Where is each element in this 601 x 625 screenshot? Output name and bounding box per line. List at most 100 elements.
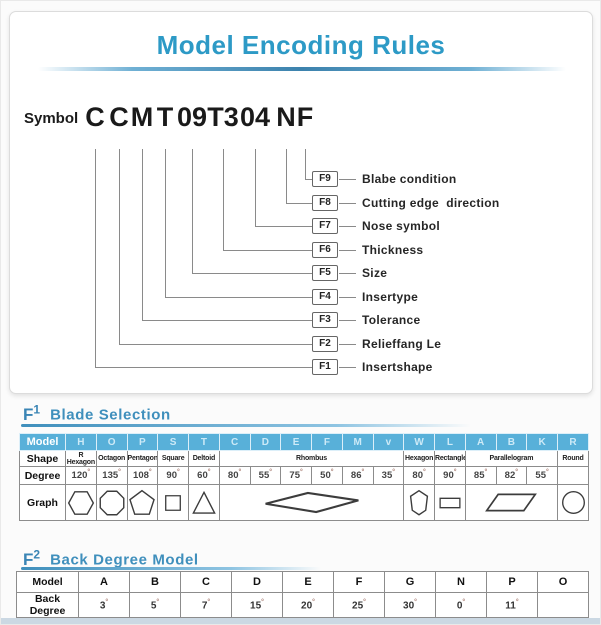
f2-degree-cell: 15° — [231, 592, 283, 618]
f1-degree-cell: 50° — [311, 466, 343, 485]
degree-mark: ° — [87, 469, 91, 477]
f1-model-cell: P — [126, 433, 159, 451]
degree-mark: ° — [330, 469, 334, 477]
f1-shape-cell: Pentagon — [126, 450, 159, 467]
diagram-vertical-line — [95, 149, 96, 367]
f1-degree-cell: 55° — [526, 466, 558, 485]
diagram-vertical-line — [165, 149, 166, 297]
degree-mark: ° — [363, 598, 366, 606]
field-code-box: F1 — [312, 359, 338, 375]
f1-graph-cell — [126, 484, 159, 521]
degree-mark: ° — [261, 598, 264, 606]
f1-degree-cell — [557, 466, 589, 485]
symbol-char: T — [156, 102, 174, 132]
f1-model-cell: M — [341, 433, 374, 451]
diagram-vertical-line — [142, 149, 143, 320]
diagram-vertical-line — [119, 149, 120, 344]
field-tick-line — [339, 273, 356, 274]
field-code-box: F5 — [312, 265, 338, 281]
f1-model-cell: S — [157, 433, 189, 451]
degree-mark: ° — [238, 469, 242, 477]
f2-model-cell: O — [537, 571, 589, 593]
f2-degree-cell: 25° — [333, 592, 385, 618]
f2-model-cell: A — [78, 571, 130, 593]
f1-degree-cell: 55° — [249, 466, 282, 485]
f1-shape-cell: Round — [557, 450, 589, 467]
degree-mark: ° — [423, 469, 426, 477]
f1-degree-cell: 120° — [65, 466, 97, 485]
f1-degree-cell: 90° — [157, 466, 189, 485]
symbol-char: C — [85, 102, 105, 132]
f1-degree-cell: 35° — [372, 466, 405, 485]
field-label: Thickness — [362, 243, 424, 257]
field-tick-line — [339, 320, 356, 321]
f1-shape-cell: Parallelogram — [464, 450, 559, 467]
f2-model-cell: E — [282, 571, 334, 593]
rectangle-shape-icon — [439, 497, 461, 508]
diagram-horizontal-line — [192, 273, 312, 274]
degree-mark: ° — [269, 469, 273, 477]
f1-model-cell: H — [65, 433, 97, 451]
diagram-horizontal-line — [305, 179, 312, 180]
f1-shape-cell: Rectangle — [434, 450, 466, 467]
f2-model-cell: N — [435, 571, 487, 593]
diagram-horizontal-line — [142, 320, 312, 321]
field-code-box: F9 — [312, 171, 338, 187]
f1-model-cell: A — [464, 433, 497, 451]
field-tick-line — [339, 367, 356, 368]
f1-graph-cell — [464, 484, 559, 521]
diagram-horizontal-line — [223, 250, 312, 251]
field-label: Insertype — [362, 290, 419, 304]
field-label: Cutting edge direction — [362, 196, 500, 210]
symbol-char: N — [276, 102, 296, 132]
square-shape-icon — [165, 494, 182, 511]
f1-model-cell: D — [249, 433, 282, 451]
f2-section-underline — [21, 567, 321, 570]
f1-model-cell: R — [557, 433, 589, 451]
diagram-horizontal-line — [95, 367, 312, 368]
degree-mark: ° — [361, 469, 365, 477]
f2-degree-cell: 0° — [435, 592, 487, 618]
f2-model-cell: B — [129, 571, 181, 593]
field-code-box: F7 — [312, 218, 338, 234]
f1-model-cell: O — [95, 433, 128, 451]
f1-graph-cell — [557, 484, 589, 521]
symbol-char: F — [296, 102, 314, 132]
f2-degree-cell: 3° — [78, 592, 130, 618]
f1-graph-cell — [188, 484, 220, 521]
parallelogram-shape-icon — [485, 493, 538, 512]
f1-degree-cell: 108° — [126, 466, 159, 485]
degree-mark: ° — [156, 598, 160, 606]
degree-mark: ° — [300, 469, 303, 477]
degree-mark: ° — [515, 469, 519, 477]
degree-mark: ° — [414, 598, 417, 606]
f1-model-cell: B — [495, 433, 528, 451]
f2-degree-cell: 20° — [282, 592, 334, 618]
diagram-horizontal-line — [255, 226, 312, 227]
f2-model-cell: F — [333, 571, 385, 593]
hexagon-shape-icon — [67, 490, 94, 515]
pentagon-shape-icon — [129, 489, 156, 515]
f1-graph-cell — [95, 484, 128, 521]
f2-degree-cell: 5° — [129, 592, 181, 618]
f1-degree-cell: 86° — [341, 466, 374, 485]
field-tick-line — [339, 344, 356, 345]
f1-graph-cell — [434, 484, 466, 521]
f1-shape-cell: R Hexagon — [65, 450, 97, 467]
f2-section-title: Back Degree Model — [50, 551, 199, 569]
f1-section-code: F1 — [23, 402, 41, 424]
f1-model-cell: C — [218, 433, 251, 451]
f1-degree-cell: 135° — [95, 466, 128, 485]
f2-degree-cell — [537, 592, 589, 618]
symbol-char: 04 — [239, 102, 271, 132]
f1-degree-cell: 90° — [434, 466, 466, 485]
octagon-shape-icon — [99, 490, 125, 515]
f1-model-row-label: Model — [19, 433, 66, 451]
f1-degree-cell: 80° — [218, 466, 251, 485]
f1-degree-cell: 75° — [280, 466, 312, 485]
f1-graph-cell — [157, 484, 189, 521]
f1-graph-row-label: Graph — [19, 484, 66, 521]
